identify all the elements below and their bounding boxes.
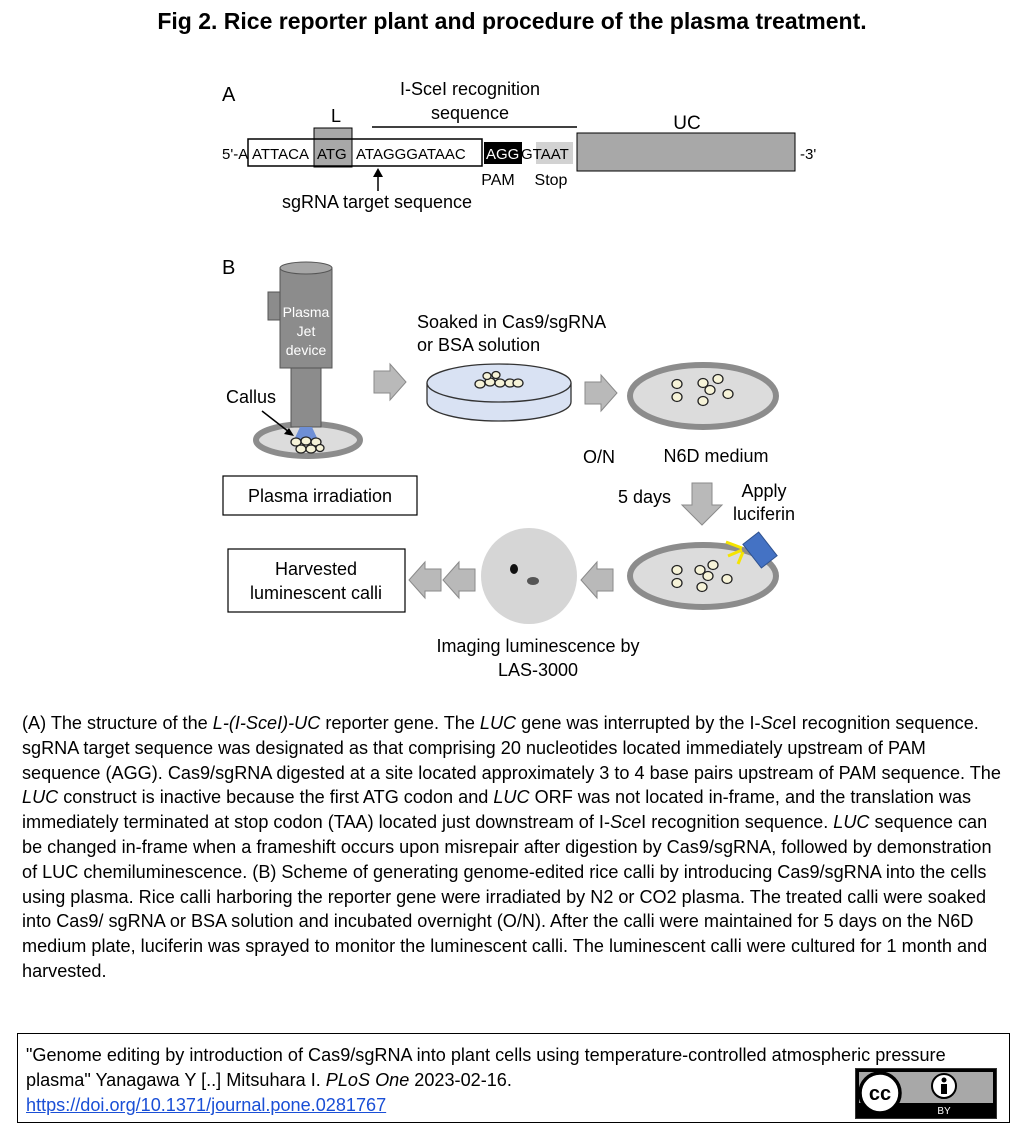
imaging-label-2: LAS-3000 [498,660,578,680]
callus-arrow [261,410,290,433]
stop-label: Stop [535,172,568,189]
imaging-plate [481,528,577,624]
pam-label: PAM [481,172,514,189]
uc-label: UC [673,113,700,134]
arrow-to-imaging [580,560,614,600]
figure-diagram: A I-SceI recognition sequence L UC 5'-A … [222,79,816,680]
overnight-label: O/N [583,447,615,467]
sgrna-target-label: sgRNA target sequence [282,192,472,212]
device-label-1: Plasma [283,304,330,320]
citation-journal: PLoS One [325,1070,410,1090]
three-prime-end: -3' [800,146,816,163]
five-days-label: 5 days [618,487,671,507]
harvested-box [227,548,406,613]
seq-taat: GTAAT [521,146,569,163]
l-gray-box [313,127,353,168]
cc-icon [858,1071,902,1115]
by-label: BY [937,1106,951,1117]
panel-a-label: A [222,84,236,106]
soak-label-2: or BSA solution [417,335,540,355]
seq-site: ATAGGGATAAC [356,146,466,163]
n6d-medium-label: N6D medium [663,446,768,466]
plasma-beam [294,427,318,440]
luminescent-spot-2 [527,577,539,585]
taat-gray-box [536,142,573,164]
callus-group-soak [474,370,524,389]
cut-site-arrowhead [373,168,383,177]
apply-label-2: luciferin [733,504,795,524]
plasma-device-knob [267,291,281,321]
arrow-to-soak [373,362,407,402]
plasma-irradiation-box [222,475,418,516]
callus-arrowhead [284,428,294,436]
arrow-to-harvest-2 [408,560,442,600]
sce-recognition-label-1: I-SceI recognition [400,79,540,99]
arrow-down-5days [680,482,724,526]
harvested-label-2: luminescent calli [250,583,382,603]
panel-b-label: B [222,257,235,279]
luminescent-spot-1 [510,564,518,574]
seq-pam: AGG [486,146,519,163]
device-label-2: Jet [297,323,316,339]
luciferin-spray-icon [725,531,778,569]
plasma-irradiation-label: Plasma irradiation [248,486,392,506]
five-prime-end: 5'-A [222,146,248,163]
callus-group-n6d [671,373,734,407]
citation-text: "Genome editing by introduction of Cas9/… [26,1043,986,1118]
arrow-to-harvest-1 [442,560,476,600]
plasma-device-top [279,261,333,275]
callus-group-luciferin [671,559,733,593]
callus-label: Callus [226,387,276,407]
pam-black-box [484,142,522,164]
imaging-label-1: Imaging luminescence by [436,636,639,656]
arrow-to-n6d [584,373,618,413]
citation-date: 2023-02-16. [409,1070,512,1090]
figure-caption: (A) The structure of the L-(I-SceI)-UC r… [22,713,1001,981]
insert-box [247,138,483,167]
sce-recognition-label-2: sequence [431,103,509,123]
soak-label-1: Soaked in Cas9/sgRNA [417,312,606,332]
callus-group-plasma [290,436,325,454]
apply-label-1: Apply [741,481,786,501]
l-label: L [331,106,341,126]
harvested-label-1: Harvested [275,559,357,579]
citation-quote: "Genome editing by introduction of Cas9/… [26,1045,946,1090]
plasma-device-nozzle [290,364,322,428]
seq-attaca: ATTACA [252,146,309,163]
cc-by-license-badge[interactable]: cc BY [855,1068,997,1119]
doi-link[interactable]: https://doi.org/10.1371/journal.pone.028… [26,1095,387,1115]
device-label-3: device [286,342,327,358]
seq-atg: ATG [317,146,347,163]
citation-box: "Genome editing by introduction of Cas9/… [17,1033,1010,1123]
uc-gray-box [576,132,796,172]
cc-icon-text: cc [869,1083,891,1105]
figure-title: Fig 2. Rice reporter plant and procedure… [157,8,867,34]
